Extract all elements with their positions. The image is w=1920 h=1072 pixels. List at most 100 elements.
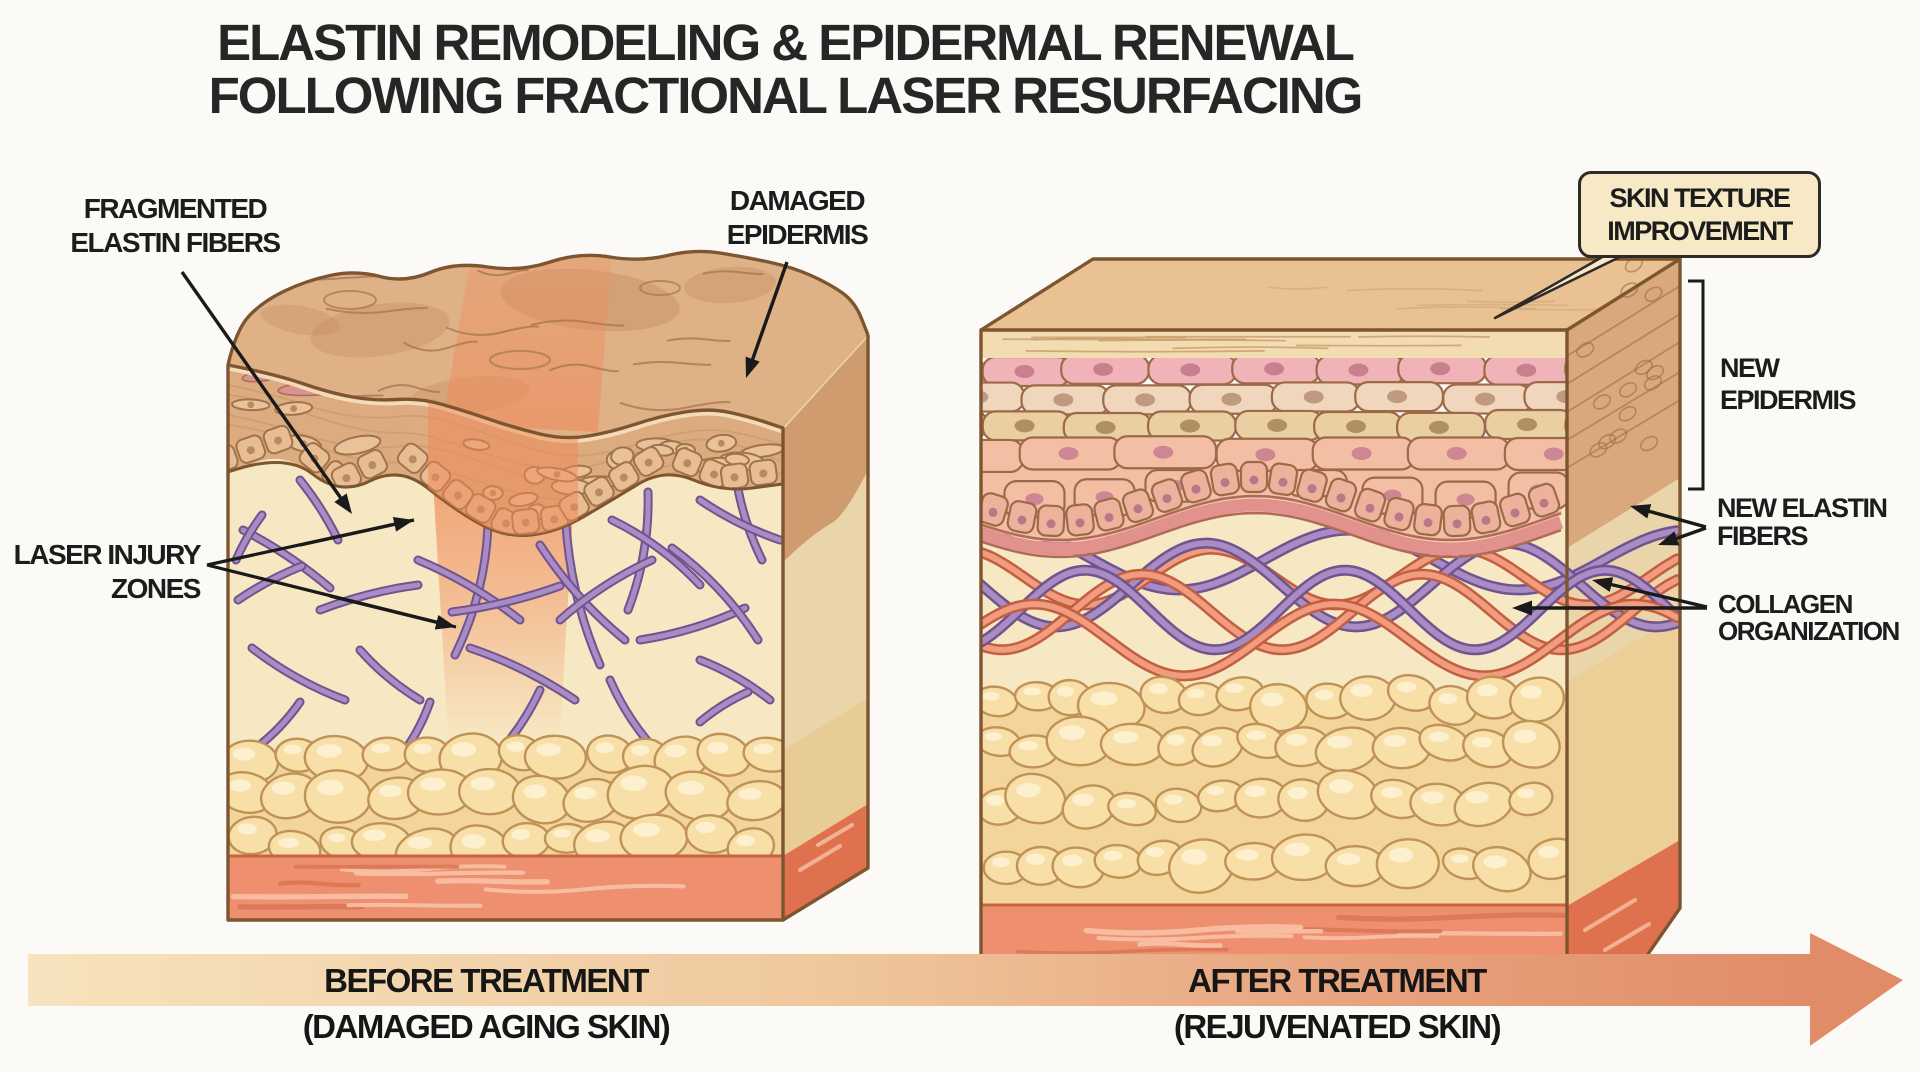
elastin-fragment-core — [467, 645, 578, 703]
cell-nucleus — [1516, 363, 1537, 377]
fat-cell-highlight — [1383, 735, 1407, 748]
new-epidermis-bracket — [1688, 279, 1705, 491]
new-elastin-arrow-1-head — [1630, 504, 1652, 519]
fat-cell-highlight — [1260, 692, 1284, 707]
fat-cell-highlight — [631, 744, 650, 756]
fat-cell-highlight — [585, 829, 610, 843]
right-block-top-face — [981, 259, 1680, 330]
laser-injury-arrow-2-line — [329, 594, 439, 625]
cell-nucleus — [1430, 362, 1451, 376]
fat-cell-highlight — [992, 857, 1011, 868]
basement-membrane — [981, 498, 1564, 556]
wrinkle-line — [531, 319, 625, 327]
fat-cell — [458, 767, 522, 816]
fat-cell-highlight — [1116, 798, 1137, 809]
fat-cell-highlight — [1513, 729, 1537, 744]
fat-cell-highlight — [506, 741, 525, 752]
side-cell-oval — [1618, 382, 1638, 398]
elastin-fragment-core — [557, 557, 655, 623]
wrinkle-line — [548, 363, 620, 373]
fat-cell-highlight — [753, 743, 774, 754]
side-cell-row-line — [1566, 285, 1681, 357]
fat-cell-highlight — [736, 835, 755, 847]
laser-injury-arrow-1-line — [299, 522, 397, 547]
polygon-shape — [981, 259, 1680, 330]
fat-cell-highlight — [1246, 730, 1267, 741]
top-shade-patch — [310, 302, 450, 358]
cell-nucleus — [1456, 493, 1475, 506]
fat-cell-highlight — [1476, 684, 1498, 697]
epidermis-cell-dot — [717, 439, 725, 447]
fat-cell-highlight — [278, 837, 300, 849]
fat-cell-highlight — [1287, 786, 1308, 800]
epidermis-cell-dot — [247, 401, 255, 409]
fat-cell-highlight — [378, 784, 402, 798]
fat-cell-highlight — [1421, 791, 1444, 804]
basal-cell-nucleus — [1423, 518, 1433, 528]
label-line: ORGANIZATION — [1718, 616, 1900, 646]
cell-nucleus — [1267, 418, 1288, 432]
top-oval-mark — [489, 350, 551, 370]
top-oval-mark — [323, 290, 377, 310]
wrinkle-line — [619, 400, 731, 412]
wrinkle-line — [477, 269, 529, 277]
wrinkle-line — [325, 306, 428, 314]
fat-cell-highlight — [1327, 735, 1353, 749]
label-collagen-organization: COLLAGEN ORGANIZATION — [1718, 591, 1920, 645]
basal-cell-nucleus — [1133, 504, 1143, 514]
fat-cell-highlight — [451, 742, 477, 757]
corneum-line — [1172, 346, 1329, 350]
basal-cell-nucleus — [1307, 484, 1317, 494]
label-new-elastin-fibers: NEW ELASTIN FIBERS — [1717, 494, 1920, 550]
new-elastin-arrow-2-head — [1658, 531, 1680, 546]
fat-cell-highlight — [420, 777, 446, 791]
cell-nucleus — [1058, 447, 1079, 461]
fat-cell-highlight — [1186, 688, 1205, 699]
fat-cell-highlight — [413, 743, 432, 754]
wave-core — [981, 567, 1680, 653]
basal-cell-nucleus — [1249, 475, 1259, 485]
side-cell-oval — [1576, 342, 1595, 358]
fat-cell-highlight — [536, 743, 561, 757]
fragmented-elastin-arrow-head — [334, 493, 352, 514]
right-side-muscle — [1567, 840, 1680, 980]
side-cell-oval — [1644, 286, 1663, 302]
fat-cell-highlight — [1314, 689, 1334, 701]
wrinkle-line — [377, 384, 441, 393]
muscle-streak — [1083, 924, 1304, 936]
basal-cell-nucleus — [1104, 512, 1114, 522]
cell-nucleus — [1135, 393, 1156, 407]
epidermis-cell — [981, 438, 1025, 474]
side-cell-row-line — [1566, 313, 1681, 385]
fat-cell-highlight — [1517, 788, 1535, 799]
basal-cell-nucleus — [408, 455, 417, 464]
wave-core — [981, 540, 1680, 630]
muscle-streak — [1016, 947, 1229, 955]
basal-cell-nucleus — [595, 488, 604, 497]
page-title: ELASTIN REMODELING & EPIDERMAL RENEWAL F… — [60, 16, 1510, 122]
fat-cell-highlight — [633, 822, 660, 837]
cell-nucleus — [1221, 392, 1242, 406]
cell-nucleus — [1517, 417, 1538, 431]
progress-arrowhead — [1810, 933, 1903, 1046]
callout-line: IMPROVEMENT — [1607, 216, 1793, 246]
cell-nucleus — [1053, 393, 1074, 407]
damaged-epidermis-arrow — [745, 261, 789, 378]
right-block-side-face — [1566, 257, 1681, 980]
cell-nucleus — [1475, 392, 1496, 406]
fragmented-elastin-arrow — [180, 271, 352, 514]
elastin-fragment-core — [317, 582, 421, 613]
cell-nucleus — [1446, 446, 1467, 460]
fat-cell-highlight — [1225, 683, 1245, 693]
basal-cell-nucleus — [730, 473, 739, 482]
label-new-epidermis: NEW EPIDERMIS — [1720, 352, 1920, 416]
fat-cell-highlight — [664, 744, 687, 758]
fat-cell-highlight — [316, 744, 343, 758]
fat-cell-highlight — [1103, 850, 1123, 861]
top-shade-patch — [684, 266, 776, 304]
fat-cell-highlight — [1166, 734, 1185, 746]
fragmented-elastin-arrow-line — [180, 271, 344, 501]
basal-cell-nucleus — [710, 470, 719, 479]
cell-nucleus — [1093, 362, 1114, 376]
cell-nucleus — [930, 418, 950, 431]
